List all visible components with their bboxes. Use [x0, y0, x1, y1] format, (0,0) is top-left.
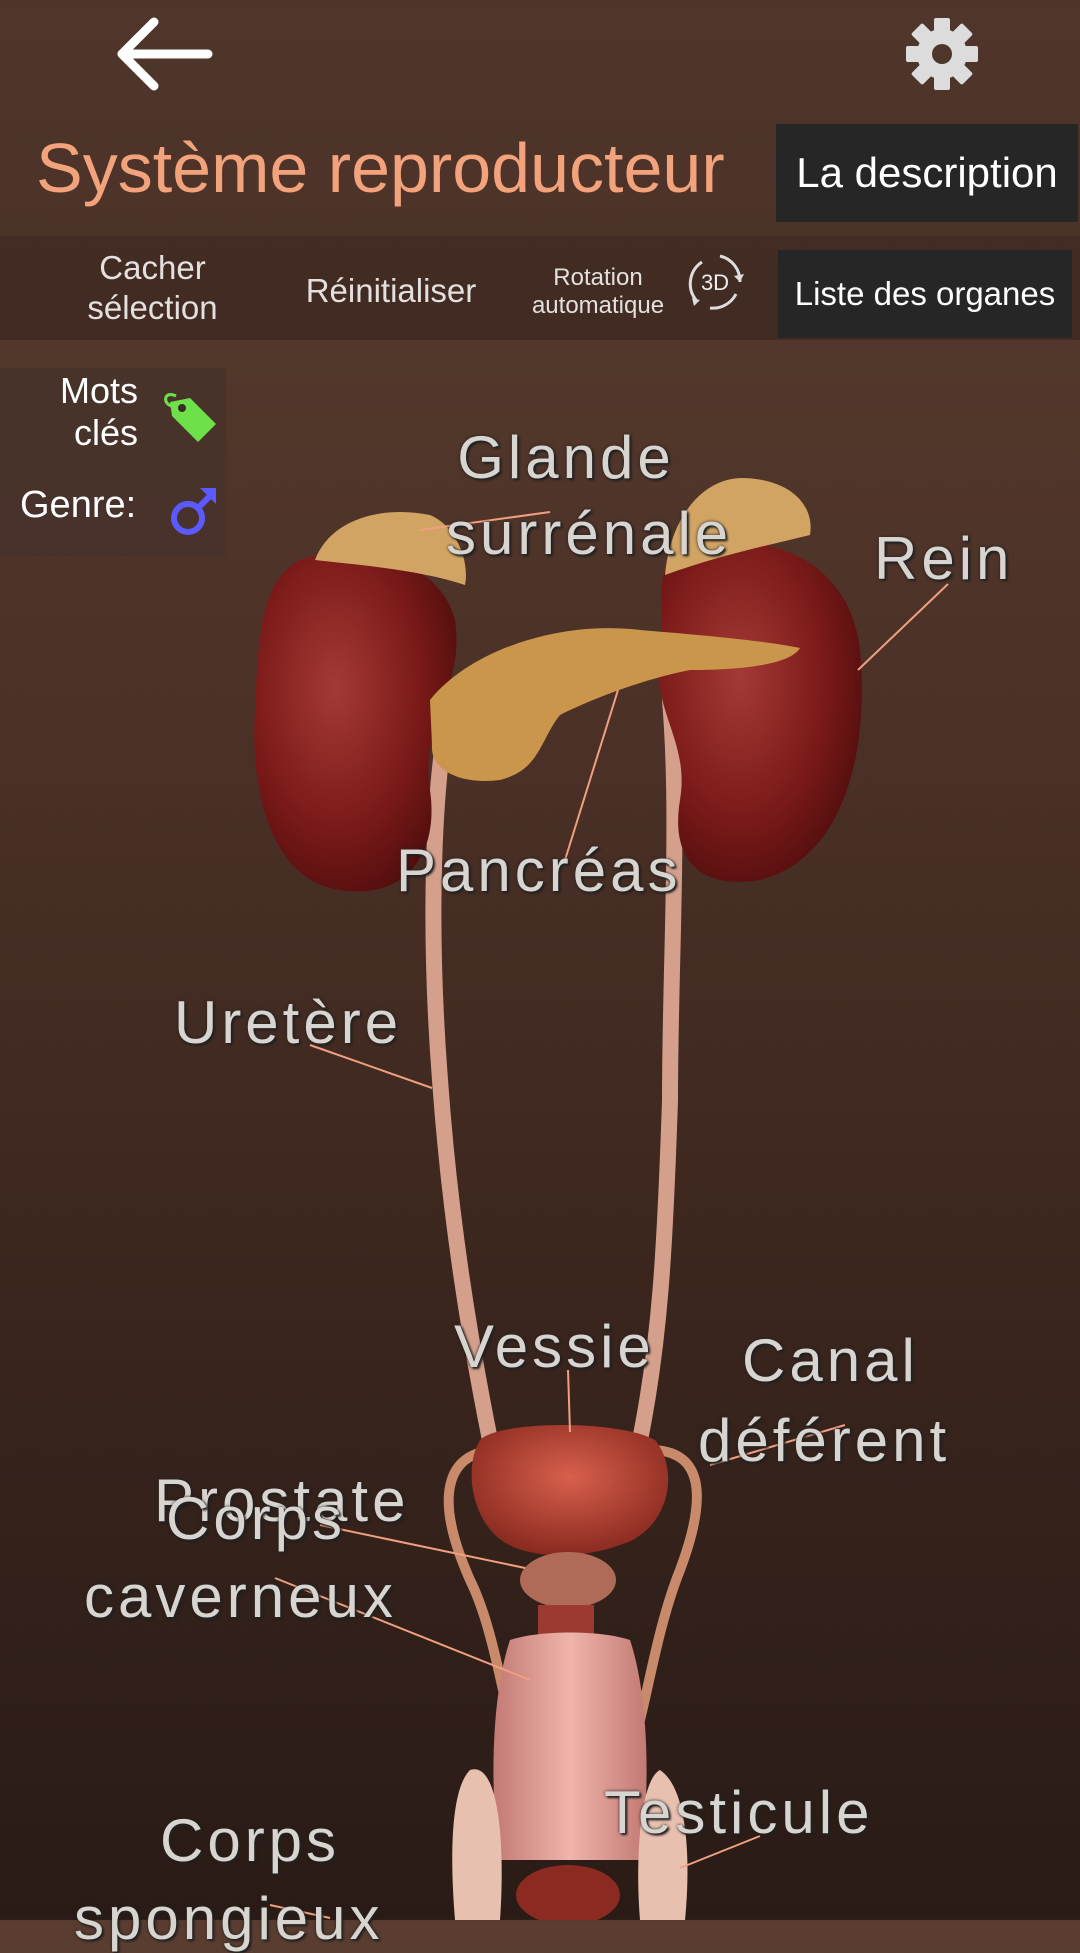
left-kidney[interactable] [254, 552, 457, 892]
label-corpus-cavernosum-line1[interactable]: Corps [166, 1485, 347, 1552]
label-pancreas[interactable]: Pancréas [396, 837, 682, 904]
label-corpus-spongiosum-line2[interactable]: spongieux [74, 1885, 384, 1952]
label-vas-deferens-line2[interactable]: déférent [698, 1407, 951, 1474]
hide-selection-button[interactable]: Cacher sélection [87, 249, 218, 326]
leader-lines [269, 511, 949, 1919]
label-adrenal-gland[interactable]: Glande surrénale [446, 424, 733, 567]
right-kidney[interactable] [658, 541, 862, 882]
description-button[interactable]: La description [776, 124, 1078, 222]
rotate-3d-text: 3D [701, 270, 729, 295]
label-ureter[interactable]: Uretère [174, 989, 403, 1056]
label-vas-deferens-line1[interactable]: Canal [742, 1327, 919, 1394]
reset-button[interactable]: Réinitialiser [305, 272, 477, 309]
anatomy-3d-viewport[interactable] [0, 340, 1080, 1920]
keywords-label[interactable]: Mots clés [59, 370, 138, 453]
left-adrenal-gland[interactable] [315, 512, 466, 585]
label-bladder[interactable]: Vessie [454, 1313, 655, 1380]
auto-rotation-button[interactable]: Rotation automatique [531, 264, 665, 319]
prostate[interactable] [520, 1552, 616, 1608]
back-arrow-icon[interactable] [110, 14, 220, 94]
testicle-left[interactable] [452, 1769, 502, 1920]
label-corpus-spongiosum-line1[interactable]: Corps [160, 1807, 341, 1874]
vas-deferens-right[interactable] [635, 1445, 702, 1722]
pancreas[interactable] [430, 628, 800, 781]
gear-icon[interactable] [902, 14, 982, 94]
gender-label: Genre: [20, 484, 137, 526]
corpus-spongiosum[interactable] [516, 1865, 620, 1920]
right-ureter[interactable] [632, 692, 683, 1448]
left-ureter[interactable] [425, 692, 498, 1448]
testicle-right[interactable] [638, 1770, 688, 1920]
label-corpus-cavernosum-line2[interactable]: caverneux [84, 1563, 397, 1630]
tag-icon[interactable] [162, 388, 222, 448]
bladder[interactable] [471, 1425, 669, 1556]
rotate-3d-icon[interactable]: 3D [680, 248, 750, 318]
label-kidney[interactable]: Rein [874, 525, 1014, 592]
corpus-cavernosum[interactable] [493, 1632, 647, 1861]
vas-deferens[interactable] [443, 1445, 515, 1722]
page-title: Système reproducteur [36, 129, 725, 207]
label-testicle[interactable]: Testicule [604, 1779, 874, 1846]
organ-list-button[interactable]: Liste des organes [778, 250, 1072, 338]
male-gender-icon[interactable] [168, 484, 218, 538]
right-adrenal-gland[interactable] [665, 478, 811, 575]
urethra-segment [538, 1605, 594, 1635]
label-prostate[interactable]: Prostate [154, 1467, 410, 1534]
